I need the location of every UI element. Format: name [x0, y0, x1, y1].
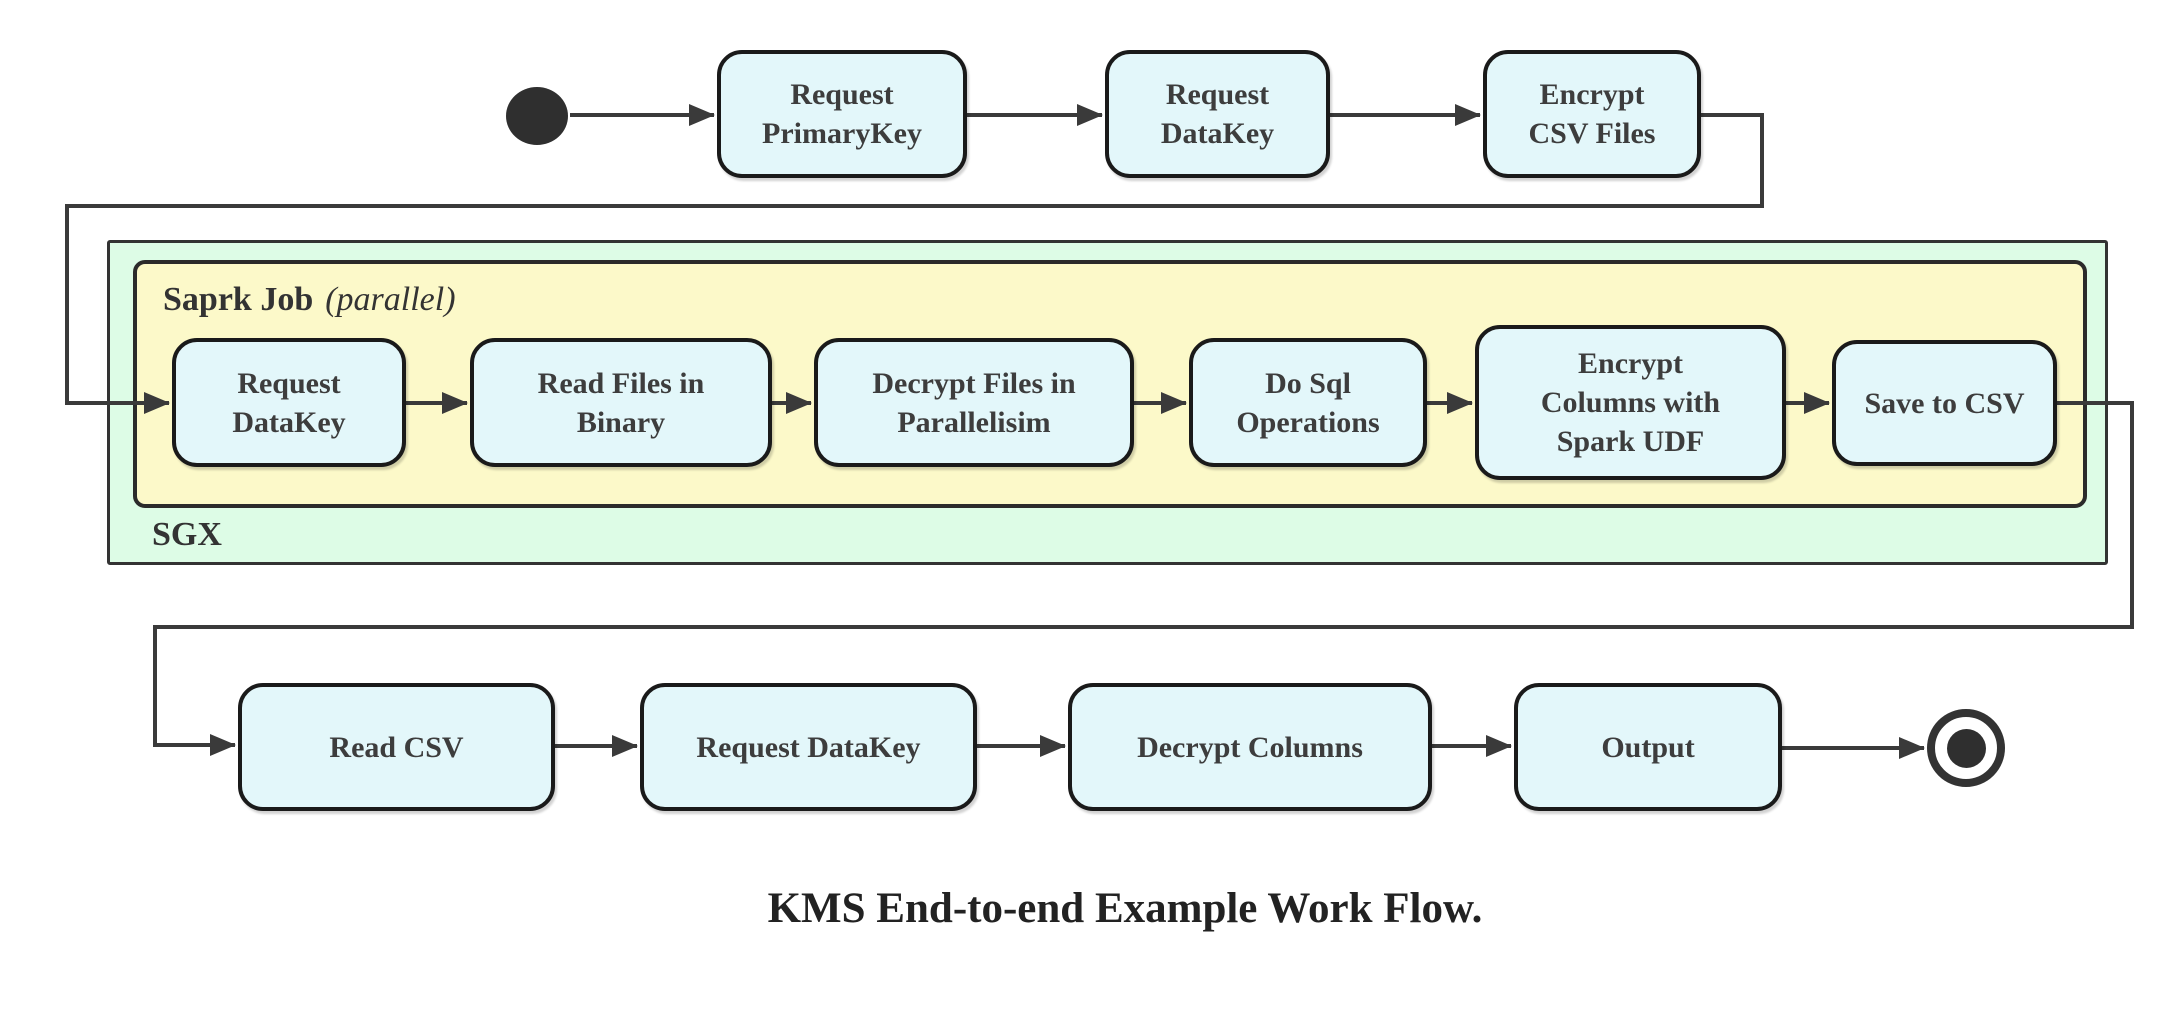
node-save-to-csv: Save to CSV: [1832, 340, 2057, 466]
node-bottom-request-datakey: Request DataKey: [640, 683, 977, 811]
node-do-sql-operations: Do Sql Operations: [1189, 338, 1427, 467]
node-spark-request-datakey: Request DataKey: [172, 338, 406, 467]
node-request-primarykey: Request PrimaryKey: [717, 50, 967, 178]
edge-save-csv-to-read-csv: [153, 401, 2134, 756]
node-decrypt-columns: Decrypt Columns: [1068, 683, 1432, 811]
node-encrypt-csv-files: Encrypt CSV Files: [1483, 50, 1701, 178]
spark-job-label-title: Saprk Job: [163, 281, 314, 318]
edge-encrypt-csv-to-spark-request-datakey: [65, 113, 1764, 414]
node-request-datakey: Request DataKey: [1105, 50, 1330, 178]
sgx-label: SGX: [152, 516, 222, 553]
node-output: Output: [1514, 683, 1782, 811]
diagram-caption: KMS End-to-end Example Work Flow.: [767, 885, 1483, 932]
spark-job-label: Saprk Job (parallel): [163, 283, 456, 317]
node-decrypt-files-in-parallelisim: Decrypt Files in Parallelisim: [814, 338, 1134, 467]
end-node-dot: [1946, 728, 1986, 768]
node-encrypt-columns-with-spark-udf: Encrypt Columns with Spark UDF: [1475, 325, 1786, 480]
end-node: [1927, 709, 2005, 787]
start-node: [506, 87, 568, 145]
spark-job-label-qualifier: (parallel): [325, 281, 456, 318]
node-read-csv: Read CSV: [238, 683, 555, 811]
node-read-files-in-binary: Read Files in Binary: [470, 338, 772, 467]
